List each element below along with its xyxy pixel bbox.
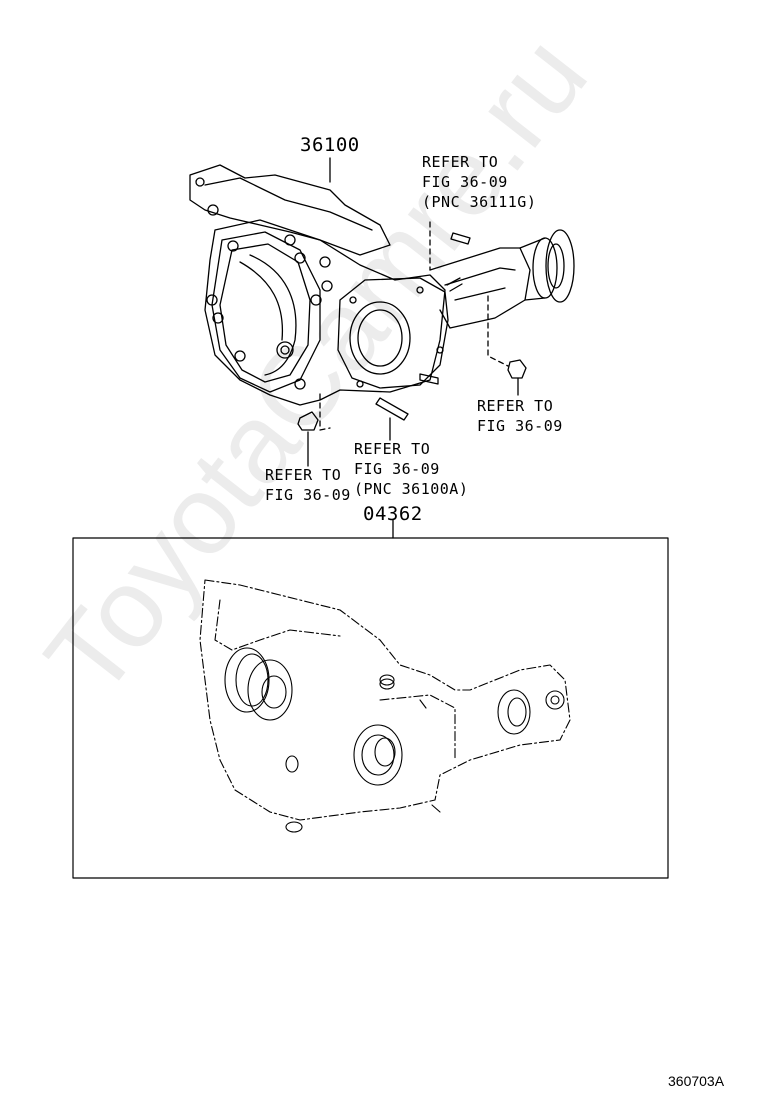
- callout-right-line2: FIG 36-09: [477, 417, 563, 435]
- callout-top-right-line3: (PNC 36111G): [422, 193, 537, 211]
- callout-top-right-line2: FIG 36-09: [422, 173, 508, 191]
- part-number-main: 36100: [300, 134, 360, 156]
- callout-top-right-line1: REFER TO: [422, 153, 499, 171]
- gasket-kit-drawing: [199, 579, 571, 833]
- kit-frame: [72, 537, 669, 879]
- callout-bottom-center-line2: FIG 36-09: [354, 460, 440, 478]
- callout-bottom-left-line2: FIG 36-09: [265, 486, 351, 504]
- callout-bottom-center-line1: REFER TO: [354, 440, 431, 458]
- callout-bottom-center-line3: (PNC 36100A): [354, 480, 469, 498]
- callout-right-line1: REFER TO: [477, 397, 554, 415]
- differential-carrier-drawing: [189, 157, 575, 539]
- callout-bottom-left-line1: REFER TO: [265, 466, 342, 484]
- figure-id: 360703A: [668, 1073, 725, 1089]
- part-number-kit: 04362: [363, 503, 423, 525]
